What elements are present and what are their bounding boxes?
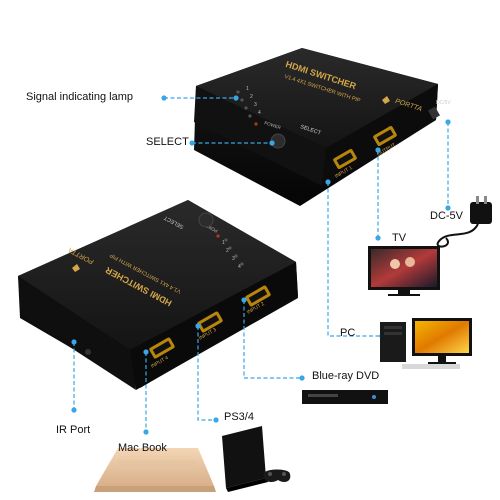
device-front-top bbox=[18, 200, 296, 350]
hdmi-port-output[interactable] bbox=[372, 125, 397, 146]
device-back-leds: 1 2 3 4 POWER bbox=[236, 86, 282, 130]
front-led-number-3: 3 bbox=[232, 256, 235, 262]
led-number-1: 1 bbox=[246, 86, 249, 92]
callout-line-ps34 bbox=[197, 326, 216, 421]
ps4-console-icon bbox=[222, 426, 291, 492]
front-led-number-2: 2 bbox=[226, 248, 229, 254]
hdmi-port-input-4[interactable] bbox=[149, 337, 176, 359]
power-adapter-icon bbox=[436, 196, 492, 248]
hdmi-port-input-3[interactable] bbox=[197, 311, 224, 333]
callout-dc5v: DC-5V bbox=[430, 210, 464, 222]
front-led-4 bbox=[240, 262, 244, 266]
front-led-2 bbox=[228, 246, 232, 250]
device-front: HDMI SWITCHER V1.4 4X1 SWITCHER WITH PIP… bbox=[18, 200, 298, 390]
macbook-icon bbox=[94, 448, 216, 492]
power-label: POWER bbox=[264, 120, 282, 130]
hdmi-port-input-2[interactable] bbox=[245, 285, 272, 307]
led-number-2: 2 bbox=[250, 94, 253, 100]
callout-ir-port: IR Port bbox=[56, 424, 91, 436]
select-button-front[interactable] bbox=[198, 212, 214, 228]
callout-tv: TV bbox=[392, 232, 407, 244]
led-number-3: 3 bbox=[254, 102, 257, 108]
dc-port-label: DC/5V bbox=[436, 100, 451, 106]
tv-icon bbox=[368, 246, 440, 296]
led-4 bbox=[248, 114, 252, 118]
brand-logo-icon bbox=[382, 96, 390, 104]
dc-jack[interactable] bbox=[428, 106, 440, 120]
power-led bbox=[254, 122, 258, 126]
callout-bluray: Blue-ray DVD bbox=[312, 370, 380, 382]
callout-lines bbox=[73, 97, 449, 432]
callout-pc: PC bbox=[340, 327, 356, 339]
callout-signal-lamp: Signal indicating lamp bbox=[26, 91, 134, 103]
bluray-player-icon bbox=[302, 390, 388, 404]
callout-select: SELECT bbox=[146, 136, 189, 148]
front-led-3 bbox=[234, 254, 238, 258]
led-number-4: 4 bbox=[258, 110, 261, 116]
led-3 bbox=[244, 106, 248, 110]
pc-icon bbox=[380, 318, 472, 369]
front-led-number-1: 1 bbox=[222, 240, 225, 246]
ir-port-jack bbox=[85, 349, 91, 355]
led-2 bbox=[240, 98, 244, 102]
hdmi-port-input-1[interactable] bbox=[332, 148, 357, 169]
callout-ps34: PS3/4 bbox=[224, 411, 254, 423]
callout-line-bluray bbox=[243, 300, 302, 379]
device-back-top bbox=[196, 48, 438, 148]
led-1 bbox=[236, 90, 240, 94]
front-led-1 bbox=[224, 238, 228, 242]
front-power-led bbox=[216, 234, 220, 238]
brand-logo-icon-front bbox=[72, 264, 80, 272]
callout-line-pc bbox=[327, 182, 382, 337]
callout-macbook: Mac Book bbox=[118, 442, 167, 454]
front-led-number-4: 4 bbox=[238, 264, 241, 270]
device-back: HDMI SWITCHER V1.4 4X1 SWITCHER WITH PIP… bbox=[194, 48, 451, 206]
